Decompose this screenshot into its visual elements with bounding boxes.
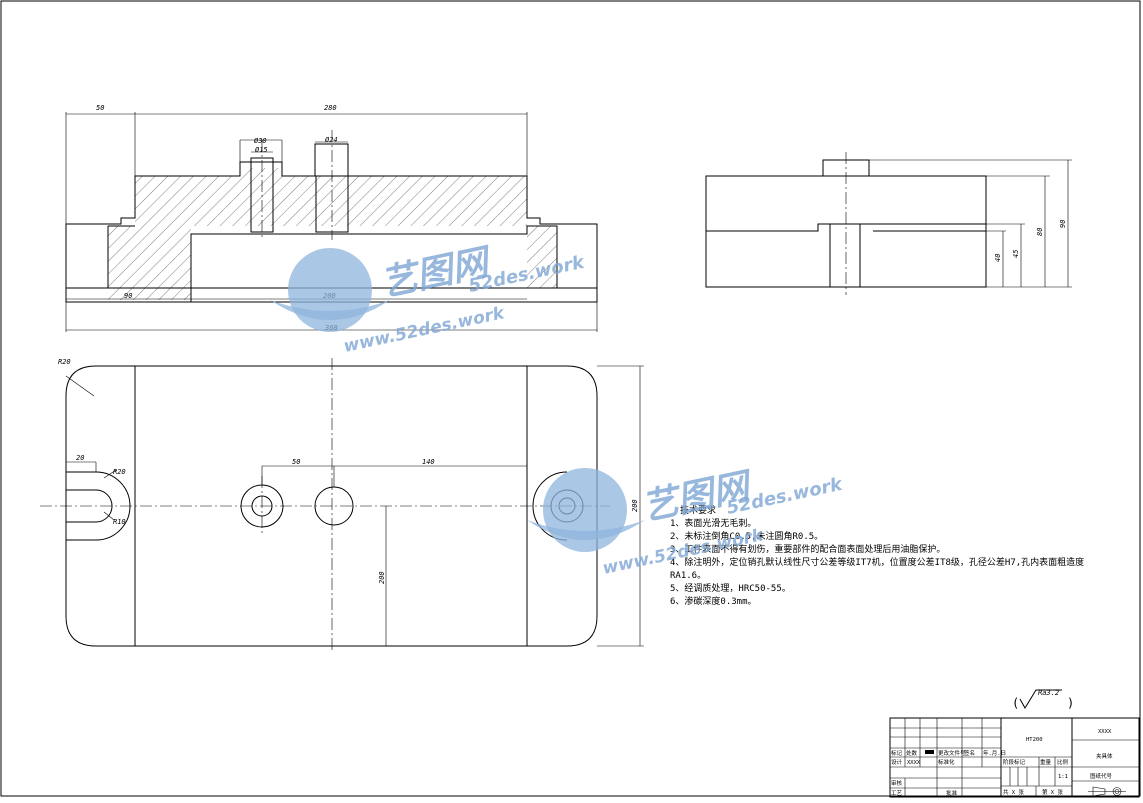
tb-design: 设计 <box>891 758 903 766</box>
tb-weight: 重量 <box>1040 758 1052 766</box>
projection-symbol-icon <box>1088 786 1126 797</box>
dim-h90: 90 <box>1059 220 1067 228</box>
tb-standard: 标准化 <box>938 758 955 766</box>
tb-drawing-no: 图纸代号 <box>1090 772 1113 780</box>
note-4b: RA1.6。 <box>670 571 706 581</box>
tb-sheets-total: 共 X 张 <box>1003 788 1024 796</box>
top-outline <box>65 365 598 647</box>
tb-doc-no: 更改文件号 <box>938 749 966 757</box>
dim-bottom-left: 90 <box>124 292 132 300</box>
tb-sheet-no: 第 X 张 <box>1042 788 1063 796</box>
note-2: 2、未标注倒角C0.5,未注圆角R0.5。 <box>670 530 823 542</box>
tb-approve: 批准 <box>946 789 958 797</box>
dim-top: 280 <box>324 104 337 112</box>
tb-stage: 阶段标记 <box>1003 758 1026 766</box>
tb-scale: 1:1 <box>1058 774 1068 780</box>
hole-d24 <box>315 175 349 233</box>
tb-company: XXXX <box>1098 729 1112 735</box>
dim-h200: 200 <box>378 571 386 584</box>
dim-h45: 45 <box>1012 250 1020 258</box>
tb-zone-mark <box>925 750 934 754</box>
roughness-value: Ra3.2 <box>1038 689 1059 697</box>
dim-50: 50 <box>292 458 300 466</box>
tb-process: 工艺 <box>891 790 903 797</box>
left-slot <box>65 471 131 541</box>
front-outline <box>65 143 598 289</box>
note-1: 1、表面光滑无毛刺。 <box>670 517 756 529</box>
svg-text:(: ( <box>1012 696 1019 710</box>
globe-logo-icon <box>270 248 390 332</box>
top-view: R20 20 R20 R10 50 140 200 200 <box>40 358 644 652</box>
section-hatching <box>108 168 527 300</box>
tb-part-name: 夹具体 <box>1096 752 1113 760</box>
note-4: 4、除注明外，定位销孔默认线性尺寸公差等级IT7机，位置度公差IT8级，孔径公差… <box>670 556 1084 568</box>
dim-d30: Ø30 <box>254 137 267 145</box>
tb-count: 处数 <box>906 749 918 757</box>
technical-requirements: 技术要求 1、表面光滑无毛刺。 2、未标注倒角C0.5,未注圆角R0.5。 3、… <box>670 504 1084 607</box>
note-3: 3、工件表面不得有划伤，重要部件的配合面表面处理后用油脂保护。 <box>670 543 945 555</box>
dim-r20-corner: R20 <box>58 358 71 366</box>
tb-ratio: 比例 <box>1057 758 1069 766</box>
tb-sign: 签名 <box>964 749 975 757</box>
hole-d15 <box>250 157 274 233</box>
tb-review: 审核 <box>891 779 903 787</box>
note-5: 5、经调质处理，HRC50-55。 <box>670 582 791 594</box>
dim-left: 50 <box>96 104 104 112</box>
tb-designer: XXXX <box>907 760 921 766</box>
dim-d15: Ø15 <box>255 146 268 154</box>
dim-d24: Ø24 <box>325 136 338 144</box>
notes-heading: 技术要求 <box>680 504 716 516</box>
side-view: 40 45 80 90 <box>705 152 1072 295</box>
svg-text:): ) <box>1067 696 1074 710</box>
tb-date: 年.月.日 <box>983 749 1006 757</box>
dim-r10: R10 <box>113 518 126 526</box>
dim-r20-slot: R20 <box>113 468 126 476</box>
dim-140: 140 <box>422 458 435 466</box>
front-step <box>107 225 135 288</box>
dim-w20: 20 <box>76 454 84 462</box>
tb-mark: 标记 <box>891 749 903 757</box>
globe-logo-icon <box>527 468 645 552</box>
tb-material: HT200 <box>1026 737 1043 743</box>
section-hatching-right <box>527 226 557 288</box>
dim-h40: 40 <box>994 254 1002 262</box>
dim-h80: 80 <box>1036 228 1044 236</box>
note-6: 6、渗碳深度0.3mm。 <box>670 595 757 607</box>
front-section-view: 50 280 Ø30 Ø15 Ø24 90 200 360 <box>65 104 598 332</box>
title-block: 标记 处数 更改文件号 签名 年.月.日 设计 XXXX 标准化 审核 工艺 批… <box>889 717 1140 798</box>
dim-height: 200 <box>631 499 639 512</box>
roughness-symbol: ( Ra3.2 ) <box>1012 689 1074 710</box>
front-pocket <box>190 225 558 302</box>
